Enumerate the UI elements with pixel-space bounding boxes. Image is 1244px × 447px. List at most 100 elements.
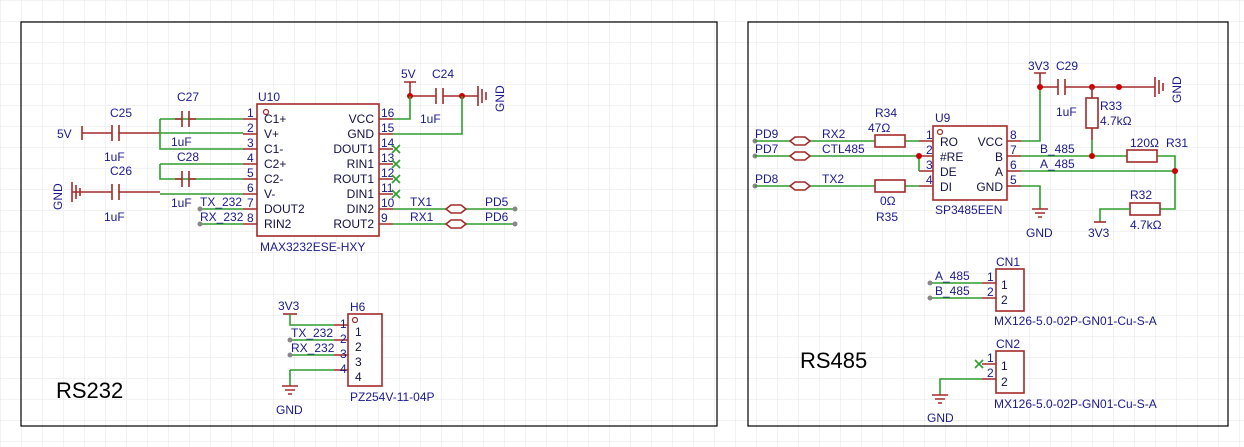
u10-pin6-name: V- <box>264 187 275 201</box>
port-pd9: PD9 <box>755 127 779 141</box>
net-tx2: PD8 TX2 <box>752 172 919 191</box>
h6-pin3-name: 3 <box>355 355 362 369</box>
net-b485-label: B_485 <box>1040 142 1075 156</box>
r33-resistor[interactable]: R33 4.7kΩ <box>1085 87 1132 140</box>
cn2-pin1-name: 1 <box>1001 359 1008 373</box>
port-pd7: PD7 <box>755 142 779 156</box>
c26-value: 1uF <box>104 210 125 224</box>
u10-pin5-name: C2- <box>264 172 283 186</box>
c24-value: 1uF <box>420 112 441 126</box>
r35-resistor[interactable]: 0Ω R35 <box>874 179 906 224</box>
gnd-u9: GND <box>1026 226 1053 240</box>
r31-ref: R31 <box>1166 136 1188 150</box>
gnd-cn2: GND <box>927 411 954 425</box>
r32-ref: R32 <box>1130 188 1152 202</box>
net-a485: A_485 <box>1021 157 1178 210</box>
c27-value: 1uF <box>171 135 192 149</box>
rs232-frame <box>20 21 718 427</box>
h6-pin4-num: 4 <box>340 362 347 376</box>
u10-pin8-num: 8 <box>247 211 254 225</box>
net-rx232-label: RX_232 <box>200 210 244 224</box>
u9-pin4-num: 4 <box>926 173 933 187</box>
h6-net-tx232: TX_232 <box>291 326 333 340</box>
u10-pin11-num: 11 <box>381 181 394 195</box>
cn2-connector[interactable]: CN2 MX126-5.0-02P-GN01-Cu-S-A 1 2 1 2 GN… <box>927 337 1157 425</box>
u9-pin2-num: 2 <box>926 143 933 157</box>
c25-value: 1uF <box>104 150 125 164</box>
pwr-5v-top: 5V <box>401 67 416 81</box>
u9-part: SP3485EEN <box>935 203 1002 217</box>
pwr-3v3-h6: 3V3 <box>278 299 300 313</box>
u9-gnd: GND <box>1021 185 1053 240</box>
rs485-frame <box>747 21 1229 427</box>
c28-ref: C28 <box>177 150 199 164</box>
u10-pin7-num: 7 <box>247 196 254 210</box>
u10-pin13-num: 13 <box>381 151 395 165</box>
port-pd6: PD6 <box>485 210 509 224</box>
u9-chip[interactable]: U9 SP3485EEN RO #RE DE DI 1 2 3 4 VCC B … <box>919 111 1021 217</box>
gnd-c26: GND <box>51 183 65 210</box>
r32-value: 4.7kΩ <box>1130 218 1162 232</box>
net-tx232-left: TX_232 RX_232 <box>197 195 244 227</box>
c24-ref: C24 <box>432 67 454 81</box>
u10-pin1-name: C1+ <box>264 112 286 126</box>
u9-pin7-name: B <box>995 150 1003 164</box>
u10-chip[interactable]: U10 MAX3232ESE-HXY C1+ V+ C1- C2+ C2- V-… <box>243 90 395 254</box>
c24-capacitor[interactable]: 5V C24 1uF GND <box>401 67 507 126</box>
r31-resistor[interactable]: 120Ω R31 <box>1126 136 1188 163</box>
c26-capacitor[interactable]: GND C26 1uF <box>51 164 160 224</box>
u10-pin8-name: RIN2 <box>264 217 292 231</box>
u10-pin5-num: 5 <box>247 166 254 180</box>
u9-pin8-num: 8 <box>1010 128 1017 142</box>
net-rx2: PD9 RX2 <box>752 127 919 146</box>
c29-value: 1uF <box>1056 105 1077 119</box>
cn1-net-a: A_485 <box>935 269 970 283</box>
u10-pin11-name: DIN1 <box>347 187 375 201</box>
u9-pin2-name: #RE <box>940 150 963 164</box>
r33-value: 4.7kΩ <box>1100 114 1132 128</box>
r34-resistor[interactable]: R34 47Ω <box>868 106 906 148</box>
u10-pin13-name: RIN1 <box>347 157 375 171</box>
cn1-connector[interactable]: CN1 MX126-5.0-02P-GN01-Cu-S-A 1 2 1 2 A_… <box>927 255 1157 328</box>
c25-capacitor[interactable]: 5V C25 1uF <box>57 106 160 164</box>
u9-ref: U9 <box>935 111 951 125</box>
u10-pin14-name: DOUT1 <box>333 142 374 156</box>
u9-pin6-name: A <box>995 165 1003 179</box>
c29-ref: C29 <box>1056 59 1078 73</box>
u9-pin7-num: 7 <box>1010 143 1017 157</box>
h6-ref: H6 <box>350 300 366 314</box>
u9-pin3-num: 3 <box>926 158 933 172</box>
u10-pin16-name: VCC <box>349 112 375 126</box>
c27-capacitor[interactable]: C27 1uF <box>159 90 243 150</box>
gnd-c24: GND <box>493 85 507 112</box>
cn1-pin2-name: 2 <box>1001 293 1008 307</box>
h6-pin2-num: 2 <box>340 332 347 346</box>
r35-value: 0Ω <box>880 194 896 208</box>
h6-pin1-num: 1 <box>340 317 347 331</box>
r32-resistor[interactable]: R32 4.7kΩ 3V3 <box>1088 188 1162 240</box>
h6-header[interactable]: H6 PZ254V-11-04P 1 2 3 4 1 2 3 4 <box>334 300 435 404</box>
h6-pin3-num: 3 <box>340 347 347 361</box>
u10-pin10-name: DIN2 <box>347 202 375 216</box>
u9-pin3-name: DE <box>940 165 957 179</box>
c28-value: 1uF <box>171 196 192 210</box>
net-rx2-label: RX2 <box>822 127 846 141</box>
net-ctl485: PD7 CTL485 <box>752 142 922 171</box>
u10-ref: U10 <box>258 90 280 104</box>
net-b485: B_485 <box>1021 140 1176 171</box>
cn1-pin2-num: 2 <box>987 285 994 299</box>
rs485-title: RS485 <box>800 348 867 373</box>
u10-pin4-name: C2+ <box>264 157 286 171</box>
h6-pin2-name: 2 <box>355 340 362 354</box>
u9-pin1-num: 1 <box>926 128 933 142</box>
u9-pin5-num: 5 <box>1010 173 1017 187</box>
cn2-part: MX126-5.0-02P-GN01-Cu-S-A <box>994 397 1157 411</box>
c28-capacitor[interactable]: C28 1uF <box>159 150 243 210</box>
u10-pin12-num: 12 <box>381 166 395 180</box>
h6-part: PZ254V-11-04P <box>350 390 435 404</box>
no-connect-marks <box>391 144 401 199</box>
u10-pin15-name: GND <box>347 127 374 141</box>
net-ctl485-label: CTL485 <box>822 142 865 156</box>
cn2-pin2-num: 2 <box>987 366 994 380</box>
